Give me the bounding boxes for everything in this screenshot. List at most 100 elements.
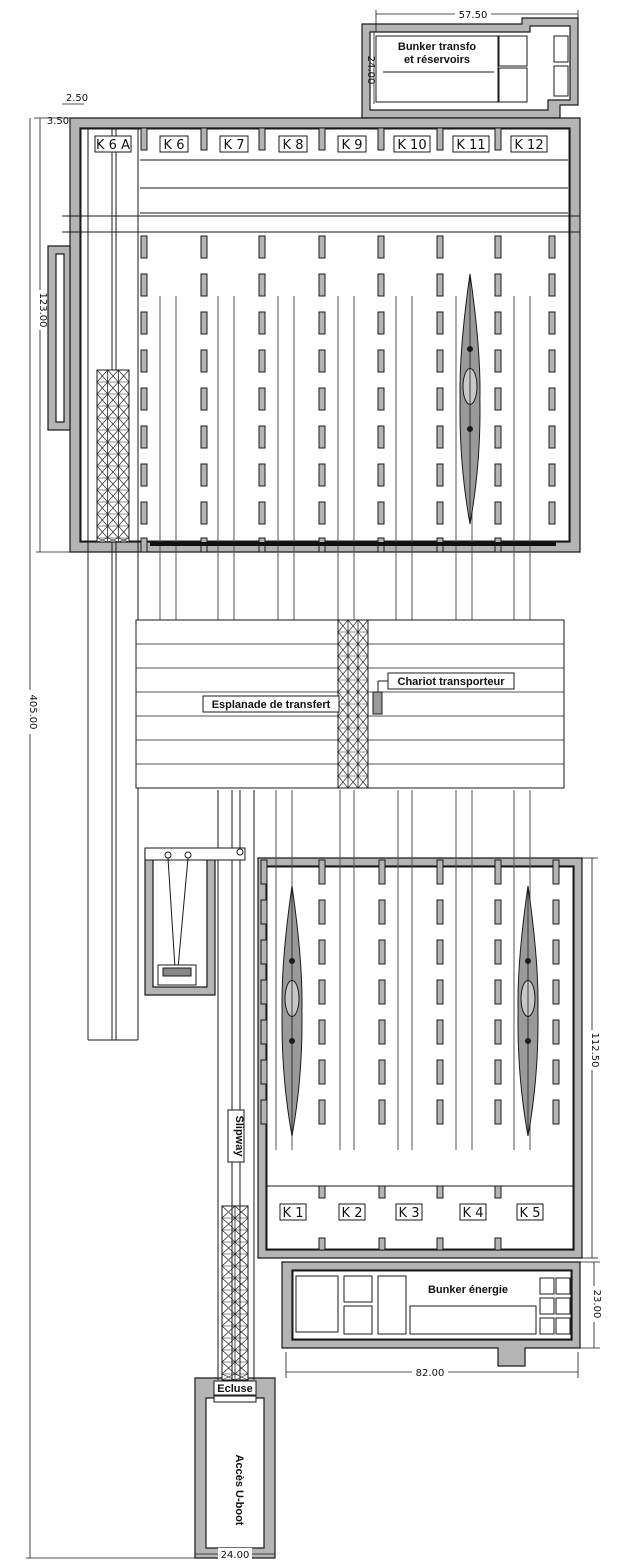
pier-segment: [377, 349, 385, 373]
pier-segment: [436, 387, 444, 411]
pier-segment: [494, 235, 502, 259]
label-bunker-energie: Bunker énergie: [428, 1284, 508, 1296]
label-box-ecluse: [213, 1380, 257, 1396]
pier-segment: [378, 979, 386, 1005]
pier-segment: [436, 273, 444, 297]
lattice-line: [347, 715, 359, 729]
lattice-line: [118, 381, 130, 395]
pier-segment: [140, 235, 148, 259]
lattice-line: [347, 739, 359, 753]
lattice-line: [96, 441, 108, 455]
pier-segment: [200, 463, 208, 487]
lattice-line: [337, 751, 349, 765]
pier-segment: [548, 425, 556, 449]
crane-rail-box: [144, 847, 246, 861]
lattice-line: [347, 751, 359, 765]
lattice-line: [347, 763, 359, 777]
lattice-line: [107, 537, 119, 543]
lattice-line: [357, 655, 369, 669]
chariot-marker: [372, 691, 383, 715]
lattice-line: [107, 393, 119, 407]
lattice-line: [221, 1325, 236, 1339]
crane-wheel: [184, 851, 192, 859]
bay-label-box: [159, 135, 189, 153]
pier-bay: [318, 1185, 326, 1199]
pier-segment: [378, 1019, 386, 1045]
bay-label-lower: K 5: [520, 1206, 541, 1221]
dim-top-width: 57.50: [459, 10, 488, 21]
lattice-line: [118, 477, 130, 491]
pier-segment: [318, 1019, 326, 1045]
pier-segment: [140, 349, 148, 373]
dim-bg: [218, 1548, 252, 1560]
pier-bay: [378, 1185, 386, 1199]
u-boat-gun: [525, 1038, 531, 1044]
pier-segment: [552, 859, 560, 885]
lattice-line: [118, 525, 130, 539]
lattice-line: [357, 691, 369, 705]
bay-label-upper: K 6 A: [96, 138, 130, 153]
lattice-line: [96, 453, 108, 467]
pier-segment: [378, 1099, 386, 1125]
pier-segment: [377, 425, 385, 449]
pier-bay: [494, 1237, 502, 1251]
label-acces-u-boot: Accès U-boot: [233, 1455, 245, 1526]
lattice-line: [96, 381, 108, 395]
dim-bottom-width: 24.00: [221, 1550, 250, 1561]
pier-segment: [318, 899, 326, 925]
lattice-line: [96, 501, 108, 515]
pier-segment: [140, 273, 148, 297]
lattice-line: [337, 631, 349, 645]
lattice-line: [221, 1301, 236, 1315]
pier-top: [200, 127, 208, 151]
lattice-line: [118, 369, 130, 383]
pier-segment: [140, 387, 148, 411]
lattice-line: [107, 477, 119, 491]
bay-label-box: [94, 135, 132, 153]
bay-label-upper: K 7: [224, 138, 245, 153]
pier-segment: [377, 387, 385, 411]
pier-segment: [552, 899, 560, 925]
energy-room: [539, 1317, 555, 1335]
bay-label-box: [219, 135, 249, 153]
pier-segment: [494, 387, 502, 411]
bay-label-box: [393, 135, 431, 153]
pier-segment: [377, 501, 385, 525]
lattice-line: [221, 1361, 236, 1375]
pier-segment: [552, 1099, 560, 1125]
dim-lower-hall-length: 112.50: [589, 1033, 600, 1068]
pier-segment: [436, 1059, 444, 1085]
pier-segment: [258, 425, 266, 449]
lattice-line: [357, 631, 369, 645]
dim-bg: [455, 8, 491, 20]
pier-segment: [552, 1019, 560, 1045]
dim-bg: [586, 1030, 598, 1070]
lattice-line: [107, 417, 119, 431]
lattice-line: [234, 1313, 249, 1327]
pier-top: [140, 127, 148, 151]
pier-segment: [436, 425, 444, 449]
lattice-line: [337, 679, 349, 693]
pier-segment: [548, 501, 556, 525]
pier-segment: [436, 859, 444, 885]
pier-segment: [318, 311, 326, 335]
lattice-line: [107, 441, 119, 455]
lattice-line: [118, 405, 130, 419]
pier-segment: [494, 939, 502, 965]
lattice-line: [347, 775, 359, 789]
transfo-room: [553, 65, 569, 97]
lattice-line: [107, 501, 119, 515]
pier-segment: [436, 235, 444, 259]
lattice-line: [107, 429, 119, 443]
dim-energy-height: 23.00: [591, 1290, 602, 1319]
pier-segment: [494, 979, 502, 1005]
u-boat: [459, 273, 481, 525]
energy-room: [555, 1297, 571, 1315]
u-boat-gun: [289, 1038, 295, 1044]
pier-segment: [200, 425, 208, 449]
lattice-line: [96, 489, 108, 503]
pier-segment: [318, 349, 326, 373]
bay-label-lower: K 4: [463, 1206, 484, 1221]
lattice-line: [107, 453, 119, 467]
